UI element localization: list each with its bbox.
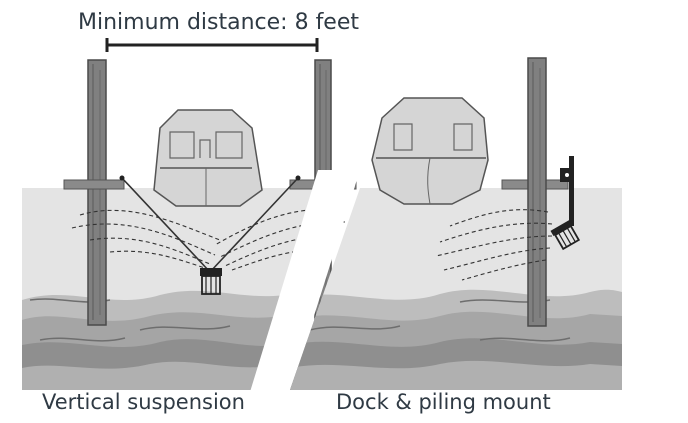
left-panel: [22, 59, 357, 390]
right-boat: [371, 97, 489, 205]
panel-divider: [250, 170, 360, 392]
left-piling: [87, 59, 107, 326]
piling-mount-transducer: [550, 156, 581, 251]
left-rope: [121, 177, 211, 273]
right-rope: [209, 177, 299, 273]
min-distance-label: Minimum distance: 8 feet: [78, 10, 360, 35]
right-sonar-waves: [435, 209, 553, 281]
caption-vertical-suspension: Vertical suspension: [42, 390, 245, 414]
caption-dock-piling-mount: Dock & piling mount: [336, 390, 551, 414]
distance-dimension: [105, 38, 319, 52]
right-piling: [527, 57, 547, 327]
suspended-transducer: [200, 268, 222, 295]
left-dock-beam: [63, 179, 125, 190]
left-boat: [153, 109, 263, 207]
